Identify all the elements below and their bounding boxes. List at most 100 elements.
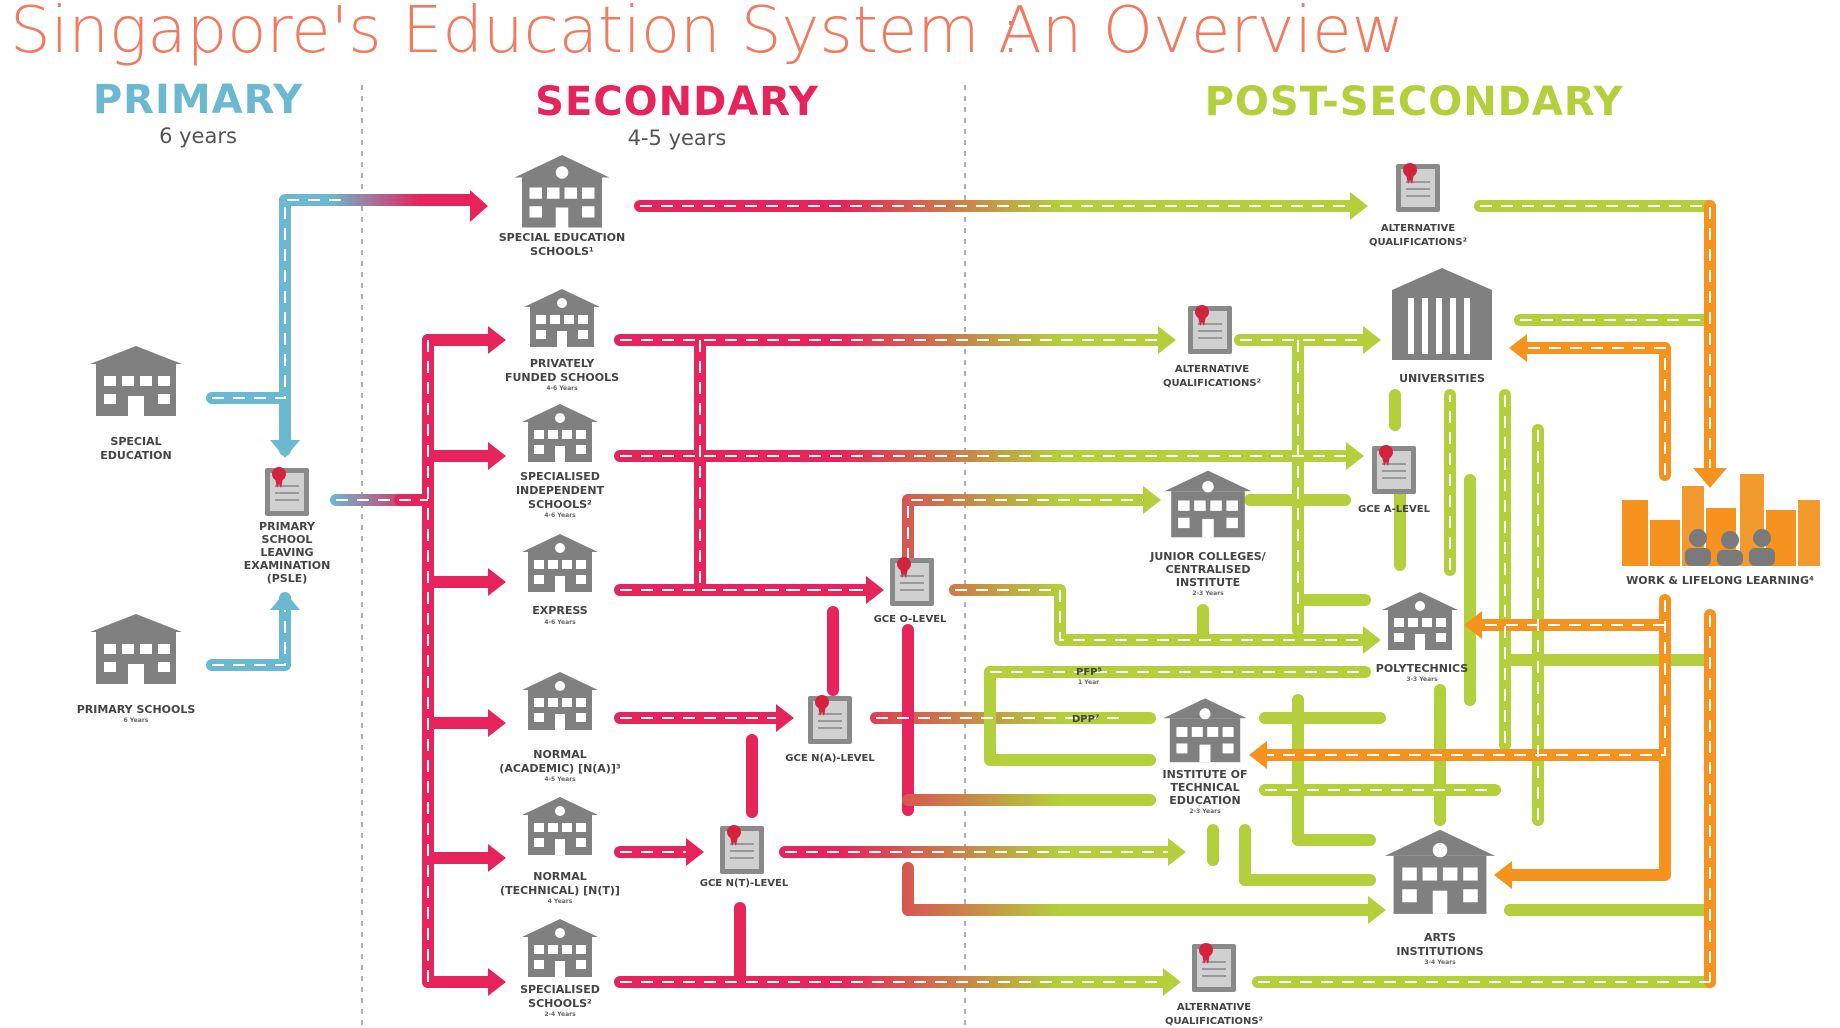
svg-text:SCHOOLS²: SCHOOLS²	[528, 498, 592, 511]
svg-text:SCHOOL: SCHOOL	[262, 533, 313, 546]
title-main: Singapore's Education System :	[10, 0, 1021, 68]
node-gce-na-level: GCE N(A)-LEVEL	[785, 694, 875, 764]
svg-text:2-4 Years: 2-4 Years	[544, 1011, 576, 1018]
city-icon	[1620, 474, 1820, 568]
node-junior-colleges: JUNIOR COLLEGES/ CENTRALISED INSTITUTE 2…	[1149, 470, 1267, 597]
building-icon	[90, 614, 182, 684]
node-primary-schools: PRIMARY SCHOOLS 6 Years	[77, 614, 195, 724]
node-special-education: SPECIAL EDUCATION	[90, 346, 182, 462]
svg-text:JUNIOR COLLEGES/: JUNIOR COLLEGES/	[1149, 550, 1266, 563]
svg-text:SPECIALISED: SPECIALISED	[520, 983, 600, 996]
arrow-heads	[270, 190, 1727, 996]
section-secondary-label: SECONDARY	[535, 79, 819, 125]
svg-text:(PSLE): (PSLE)	[267, 572, 308, 585]
school-icon	[522, 404, 598, 462]
svg-text:GCE O-LEVEL: GCE O-LEVEL	[874, 614, 947, 625]
svg-text:ALTERNATIVE: ALTERNATIVE	[1381, 223, 1455, 234]
certificate-icon	[1395, 162, 1441, 213]
svg-text:EXPRESS: EXPRESS	[532, 604, 587, 617]
svg-text:3-3 Years: 3-3 Years	[1406, 676, 1438, 683]
svg-text:NORMAL: NORMAL	[533, 748, 587, 761]
svg-text:INSTITUTE OF: INSTITUTE OF	[1163, 768, 1248, 781]
svg-text:EDUCATION: EDUCATION	[100, 449, 171, 462]
svg-text:4-6 Years: 4-6 Years	[544, 512, 576, 519]
section-primary-label: PRIMARY	[93, 77, 303, 123]
school-icon	[522, 797, 598, 855]
svg-text:INSTITUTE: INSTITUTE	[1176, 576, 1240, 589]
school-icon	[514, 155, 610, 228]
node-specialised-schools: SPECIALISED SCHOOLS² 2-4 Years	[520, 919, 600, 1018]
node-alt-qual-top: ALTERNATIVE QUALIFICATIONS²	[1369, 162, 1467, 248]
svg-text:PRIMARY: PRIMARY	[259, 520, 316, 533]
building-icon	[90, 346, 182, 416]
node-work-lifelong-learning: WORK & LIFELONG LEARNING⁴	[1620, 474, 1820, 587]
svg-text:SPECIAL EDUCATION: SPECIAL EDUCATION	[499, 231, 625, 244]
svg-text:ARTS: ARTS	[1424, 931, 1456, 944]
svg-text:PFP⁵: PFP⁵	[1076, 667, 1102, 678]
school-icon	[524, 289, 600, 347]
svg-text:DPP⁷: DPP⁷	[1072, 714, 1099, 725]
svg-text:GCE A-LEVEL: GCE A-LEVEL	[1358, 504, 1431, 515]
svg-text:4-6 Years: 4-6 Years	[544, 619, 576, 626]
svg-text:QUALIFICATIONS²: QUALIFICATIONS²	[1165, 1016, 1263, 1027]
node-alt-qual-bottom: ALTERNATIVE QUALIFICATIONS²	[1165, 942, 1263, 1027]
flow-work-to-universities	[1519, 342, 1671, 481]
section-post-secondary-label: POST-SECONDARY	[1205, 79, 1624, 125]
svg-text:SCHOOLS¹: SCHOOLS¹	[530, 245, 594, 258]
school-icon	[522, 672, 598, 730]
node-gce-o-level: GCE O-LEVEL	[874, 556, 947, 625]
node-pfp: PFP⁵ 1 Year	[1076, 667, 1102, 686]
node-specialised-independent-schools: SPECIALISED INDEPENDENT SCHOOLS² 4-6 Yea…	[516, 404, 605, 519]
svg-text:CENTRALISED: CENTRALISED	[1166, 563, 1251, 576]
node-gce-nt-level: GCE N(T)-LEVEL	[700, 824, 789, 889]
node-ite: INSTITUTE OF TECHNICAL EDUCATION 2-3 Yea…	[1163, 698, 1248, 815]
svg-text:ALTERNATIVE: ALTERNATIVE	[1177, 1002, 1251, 1013]
svg-text:2-3 Years: 2-3 Years	[1189, 808, 1221, 815]
svg-text:EDUCATION: EDUCATION	[1169, 794, 1240, 807]
title-sub: An Overview	[998, 0, 1404, 68]
certificate-icon	[807, 694, 853, 745]
node-gce-a-level: GCE A-LEVEL	[1358, 444, 1431, 515]
svg-text:INSTITUTIONS: INSTITUTIONS	[1396, 945, 1483, 958]
school-icon	[522, 919, 598, 977]
certificate-icon	[889, 556, 935, 607]
flow-gce-o-to-jc	[902, 494, 1151, 566]
certificate-icon	[264, 466, 310, 517]
university-icon	[1392, 268, 1492, 360]
svg-text:EXAMINATION: EXAMINATION	[244, 559, 331, 572]
svg-text:INDEPENDENT: INDEPENDENT	[516, 484, 605, 497]
svg-text:LEAVING: LEAVING	[260, 546, 313, 559]
svg-text:4-6 Years: 4-6 Years	[546, 385, 578, 392]
svg-text:1 Year: 1 Year	[1078, 679, 1099, 686]
svg-text:SPECIALISED: SPECIALISED	[520, 470, 600, 483]
svg-text:ALTERNATIVE: ALTERNATIVE	[1175, 364, 1249, 375]
svg-text:SCHOOLS²: SCHOOLS²	[528, 997, 592, 1010]
school-icon	[1164, 470, 1252, 538]
svg-text:SPECIAL: SPECIAL	[110, 435, 161, 448]
certificate-icon	[1371, 444, 1417, 495]
node-arts-institutions: ARTS INSTITUTIONS 3-4 Years	[1384, 829, 1496, 966]
node-normal-technical: NORMAL (TECHNICAL) [N(T)] 4 Years	[500, 797, 620, 905]
section-secondary-duration: 4-5 years	[628, 126, 727, 150]
node-special-education-schools: SPECIAL EDUCATION SCHOOLS¹	[499, 155, 625, 258]
certificate-icon	[1191, 942, 1237, 993]
certificate-icon	[719, 824, 765, 875]
svg-text:3-4 Years: 3-4 Years	[1424, 959, 1456, 966]
svg-text:QUALIFICATIONS²: QUALIFICATIONS²	[1163, 378, 1261, 389]
flow-work-to-arts	[1504, 749, 1671, 881]
node-universities: UNIVERSITIES	[1384, 268, 1500, 385]
svg-text:4-5 Years: 4-5 Years	[544, 776, 576, 783]
certificate-icon	[1187, 304, 1233, 355]
svg-text:PRIVATELY: PRIVATELY	[530, 357, 595, 370]
svg-text:GCE N(A)-LEVEL: GCE N(A)-LEVEL	[785, 753, 875, 764]
node-alt-qual-mid: ALTERNATIVE QUALIFICATIONS²	[1163, 304, 1261, 389]
node-psle: PRIMARY SCHOOL LEAVING EXAMINATION (PSLE…	[244, 466, 331, 585]
svg-text:POLYTECHNICS: POLYTECHNICS	[1376, 662, 1469, 675]
flow-special-ed-to-special-schools	[206, 194, 356, 404]
svg-text:UNIVERSITIES: UNIVERSITIES	[1399, 372, 1485, 385]
node-dpp: DPP⁷	[1072, 714, 1099, 725]
node-privately-funded-schools: PRIVATELY FUNDED SCHOOLS 4-6 Years	[505, 289, 619, 392]
svg-text:NORMAL: NORMAL	[533, 870, 587, 883]
flow-privately-to-gce-o	[694, 334, 876, 596]
node-polytechnics: POLYTECHNICS 3-3 Years	[1376, 590, 1469, 683]
